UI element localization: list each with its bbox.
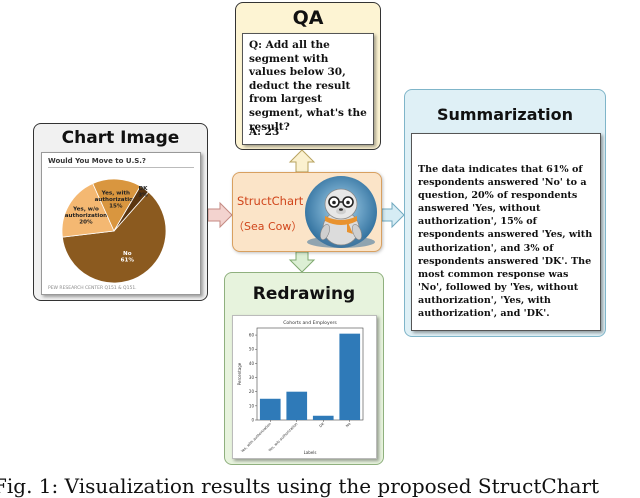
pie-slice-label: authorization [95, 197, 137, 203]
pie-title-rule [48, 167, 194, 168]
y-tick-label: 30 [249, 375, 255, 380]
qa-title: QA [292, 7, 324, 29]
summarization-card: The data indicates that 61% of responden… [411, 133, 601, 331]
summarization-title: Summarization [436, 105, 574, 124]
pie-slice-label: Yes, w/o [72, 207, 99, 213]
pie-slice-label: authorization [65, 213, 107, 219]
bar [286, 391, 308, 420]
bar [339, 333, 361, 420]
pie-slice-label: 20% [79, 220, 93, 226]
x-tick-label: DK [319, 421, 326, 428]
redrawing-title: Redrawing [252, 284, 356, 304]
x-tick-label: Yes, with authorization [240, 422, 272, 454]
bar-plot-frame [256, 327, 364, 421]
sea-cow-mascot-icon [305, 176, 377, 248]
structchart-name: StructChart [237, 194, 304, 208]
pie-slice [61, 191, 167, 284]
y-tick-label: 60 [249, 333, 255, 338]
arrow-right-to-structchart [207, 201, 233, 229]
qa-panel: QA Q: Add all the segment with values be… [235, 2, 381, 150]
pie-footer: PEW RESEARCH CENTER Q151 & Q151. [48, 286, 137, 291]
chart-image-title: Chart Image [61, 128, 180, 148]
pie-slice-label: Yes, with [101, 190, 130, 196]
y-tick-label: 40 [249, 361, 255, 366]
y-axis-label: Percentage [237, 362, 242, 385]
y-tick-label: 0 [251, 418, 254, 423]
bar [312, 415, 334, 420]
qa-answer: A: 23 [249, 126, 280, 138]
structchart-panel: StructChart （Sea Cow） [232, 172, 382, 252]
y-tick-label: 50 [249, 347, 255, 352]
qa-card: Q: Add all the segment with values below… [242, 33, 374, 145]
pie-slice-label: DK [139, 186, 149, 192]
arrow-down-to-redrawing [288, 251, 316, 273]
y-tick-label: 10 [249, 403, 255, 408]
figure-caption: Fig. 1: Visualization results using the … [0, 474, 600, 498]
summarization-panel: Summarization The data indicates that 61… [404, 89, 606, 337]
arrow-up-to-qa [288, 149, 316, 173]
pie-slice-label: 3% [138, 192, 148, 198]
x-tick-label: Yes, w/o authorization [268, 422, 299, 453]
redrawing-panel: Redrawing Cohorts and Employers 0 10 20 30 40… [224, 272, 384, 465]
summarization-text: The data indicates that 61% of responden… [418, 164, 593, 320]
bar-chart: Cohorts and Employers 0 10 20 30 40 50 60Percen… [237, 320, 364, 455]
pie-slice [92, 178, 141, 232]
pie-chart-title: Would You Move to U.S.? [48, 157, 146, 165]
x-tick-label: No [345, 422, 351, 428]
structchart-subtitle: （Sea Cow） [233, 220, 303, 233]
pie-slice [113, 185, 149, 232]
pie-slice-label: 15% [109, 203, 123, 209]
qa-question: Q: Add all the segment with values below… [249, 39, 367, 133]
y-tick-label: 20 [249, 389, 255, 394]
pie-slice-label: 61% [121, 258, 135, 264]
pie-slice [61, 182, 115, 238]
arrow-right-to-summarization [381, 201, 405, 229]
bar [259, 398, 281, 420]
x-axis-label: Labels [304, 450, 317, 455]
bar-chart-title: Cohorts and Employers [283, 320, 337, 326]
pie-slice-label: No [123, 251, 132, 257]
